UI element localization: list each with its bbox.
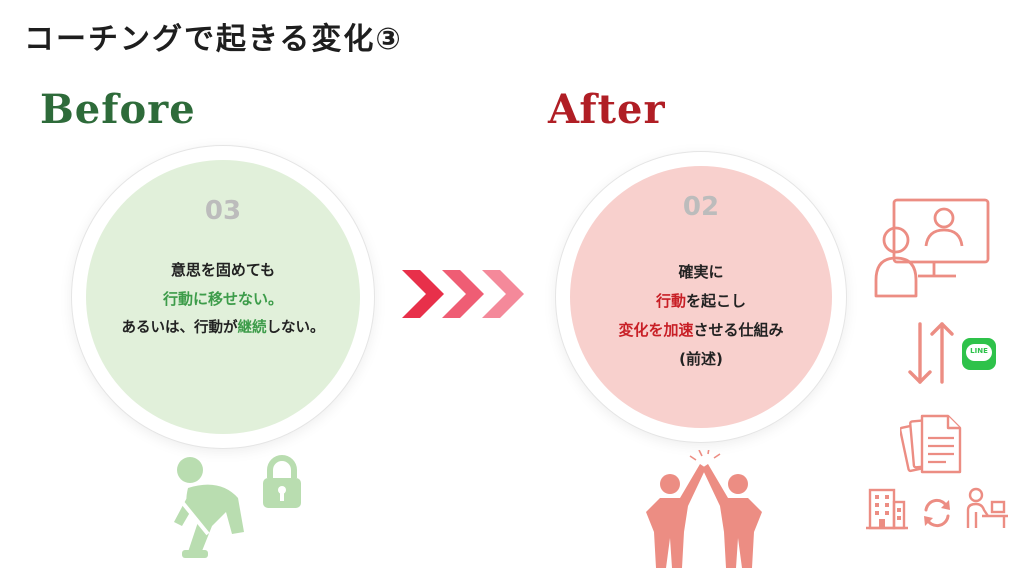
documents-icon — [900, 414, 962, 474]
line-app-icon: LINE — [962, 338, 996, 370]
after-label: After — [548, 86, 666, 133]
before-text: 意思を固めても 行動に移せない。 あるいは、行動が継続しない。 — [86, 256, 360, 343]
before-circle-fill: 03 意思を固めても 行動に移せない。 あるいは、行動が継続しない。 — [86, 160, 360, 434]
before-line-3a: あるいは、行動が — [121, 320, 238, 336]
after-text: 確実に 行動を起こし 変化を加速させる仕組み (前述) — [570, 258, 832, 374]
slide-title: コーチングで起きる変化③ — [24, 22, 403, 57]
line-bubble — [966, 344, 992, 361]
after-line-2a: 行動 — [655, 292, 686, 310]
after-line-2: 行動を起こし — [570, 287, 832, 316]
before-number: 03 — [204, 196, 242, 226]
line-badge-text: LINE — [970, 347, 988, 355]
after-circle-fill: 02 確実に 行動を起こし 変化を加速させる仕組み (前述) — [570, 166, 832, 428]
before-line-3c: しない。 — [266, 320, 325, 336]
before-line-3: あるいは、行動が継続しない。 — [86, 314, 360, 343]
after-line-2b: を起こし — [686, 292, 747, 310]
after-circle: 02 確実に 行動を起こし 変化を加速させる仕組み (前述) — [556, 152, 846, 442]
after-line-3b: させる仕組み — [693, 321, 784, 339]
before-line-2: 行動に移せない。 — [162, 290, 283, 308]
after-line-4: (前述) — [679, 350, 723, 368]
high-five-icon — [646, 450, 762, 568]
video-call-icon — [874, 198, 990, 298]
after-line-1: 確実に — [678, 263, 724, 281]
after-line-3a: 変化を加速 — [618, 321, 694, 339]
after-number: 02 — [682, 192, 720, 222]
padlock-icon — [263, 455, 301, 508]
refresh-icon — [924, 498, 950, 528]
arrow-chevrons-icon — [402, 270, 524, 318]
struggling-person-icon — [174, 457, 244, 558]
desk-worker-icon — [966, 487, 1008, 528]
before-line-1: 意思を固めても — [170, 261, 276, 279]
after-line-3: 変化を加速させる仕組み — [570, 316, 832, 345]
before-line-3b: 継続 — [237, 320, 267, 336]
before-circle: 03 意思を固めても 行動に移せない。 あるいは、行動が継続しない。 — [72, 146, 374, 448]
office-building-icon — [866, 488, 908, 530]
before-label: Before — [40, 86, 196, 133]
up-down-arrows-icon — [908, 322, 954, 384]
